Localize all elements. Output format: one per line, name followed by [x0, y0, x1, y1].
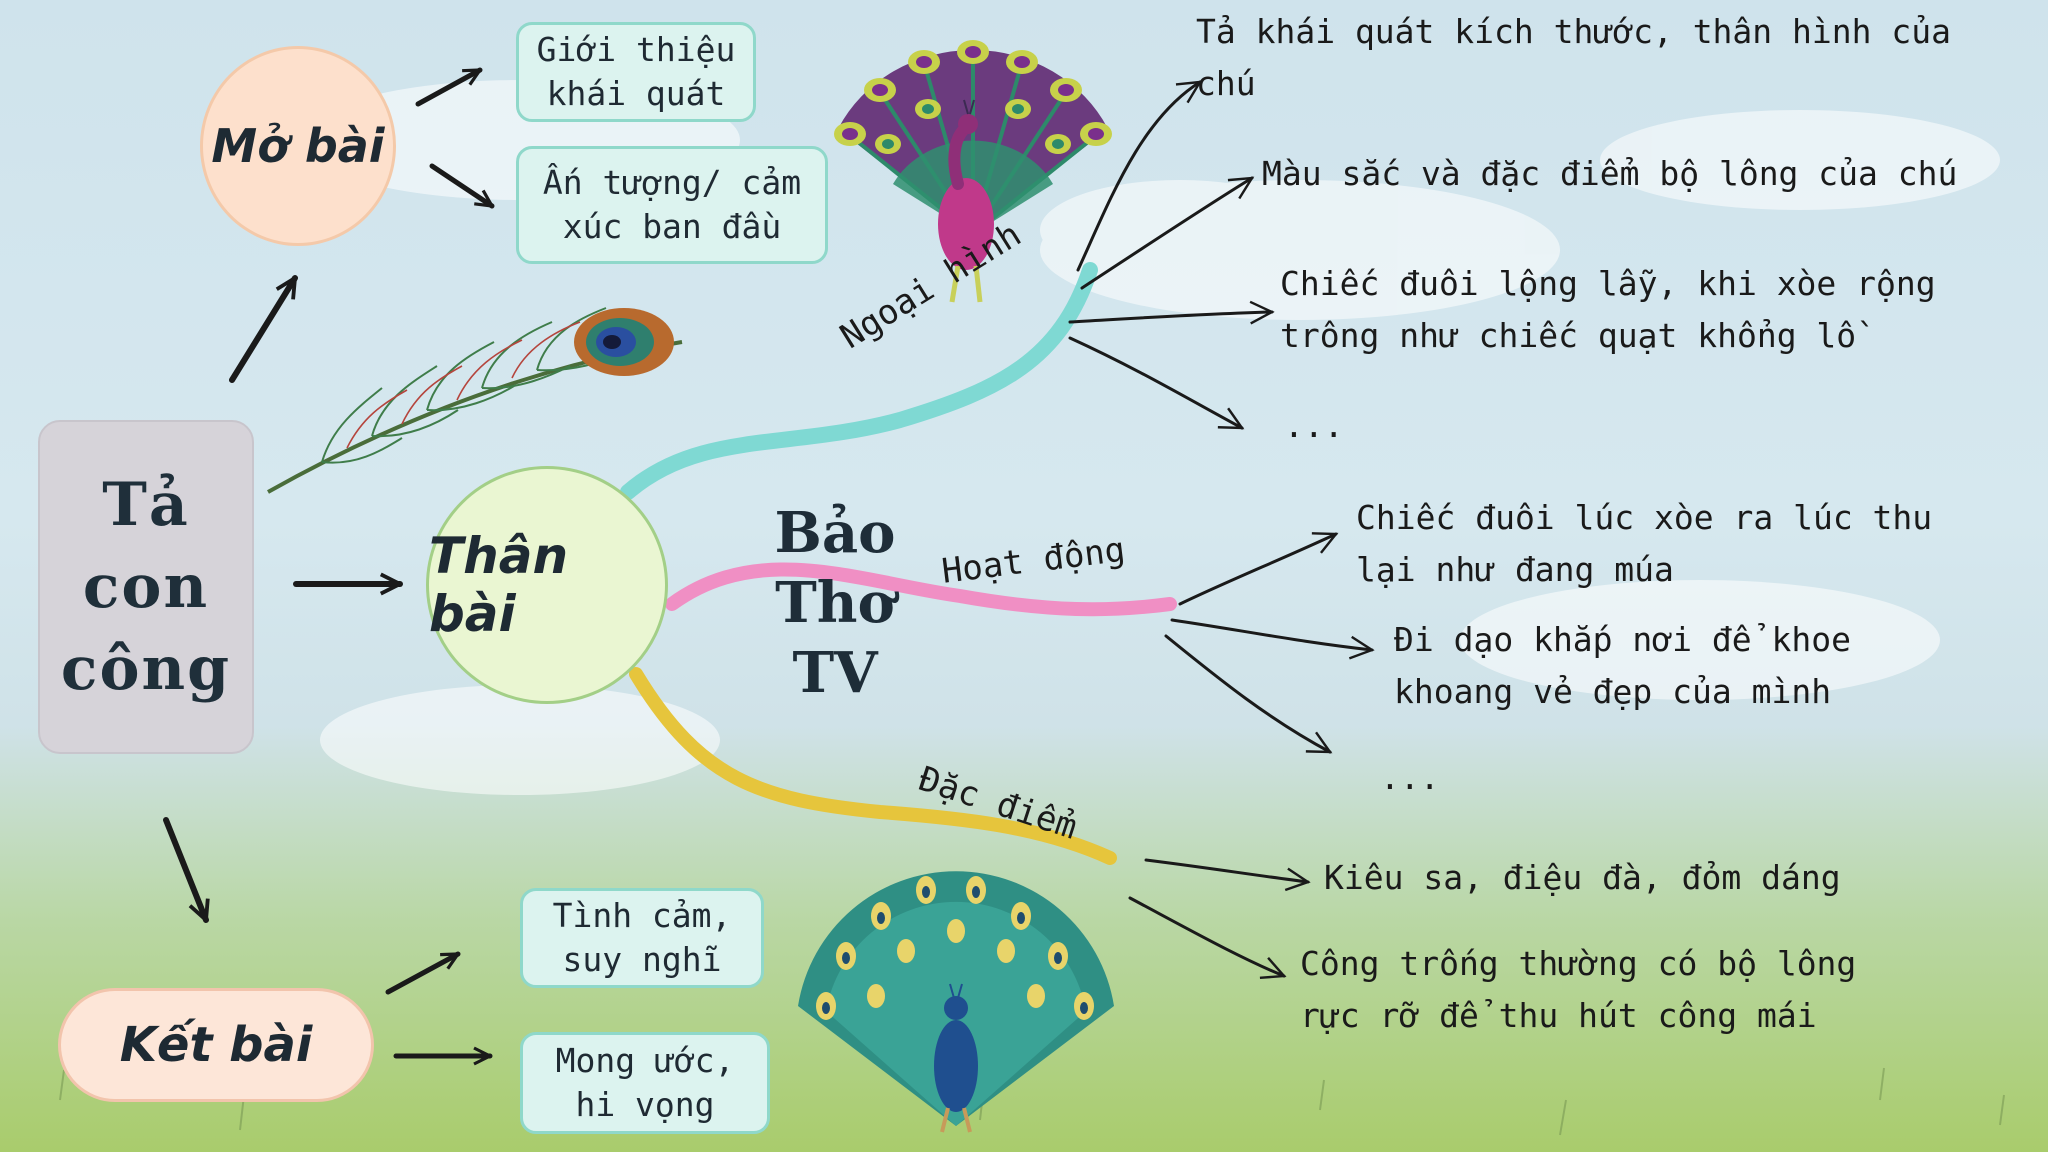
hoat-dong-detail-1: Chiếc đuôi lúc xòe ra lúc thu lại như đa… [1356, 498, 1933, 589]
mo-bai-item-1: Giới thiệu khái quát [516, 22, 756, 122]
ngoai-hinh-detail-4: ... [1284, 406, 1344, 445]
arrow-ngoai-hinh-4 [1068, 336, 1245, 430]
arrow-ngoai-hinh-2 [1080, 176, 1255, 290]
author-watermark: Bảo Thơ TV [774, 500, 896, 706]
ket-bai-item-2: Mong ước, hi vọng [520, 1032, 770, 1134]
ngoai-hinh-detail-2: Màu sắc và đặc điểm bộ lông của chú [1262, 154, 1958, 193]
ngoai-hinh-detail-3: Chiếc đuôi lộng lẫy, khi xòe rộng trông … [1280, 264, 1936, 355]
arrow-hoat-dong-2 [1170, 618, 1375, 660]
arrow-mo-bai-item-2 [429, 163, 492, 209]
branch-label-hoat-dong: Hoạt động [939, 529, 1128, 592]
dac-diem-detail-2: Công trống thường có bộ lông rực rỡ để t… [1300, 944, 1857, 1035]
peacock-feather-icon [267, 307, 683, 494]
branch-curve-dac-diem [629, 667, 1117, 865]
hoat-dong-detail-2: Đi dạo khắp nơi để khoe khoang vẻ đẹp củ… [1394, 620, 1851, 711]
branch-curve-hoat-dong [665, 562, 1177, 617]
mo-bai-item-2: Ấn tượng/ cảm xúc ban đầu [516, 146, 828, 264]
branch-label-dac-diem: Đặc điểm [913, 758, 1082, 848]
arrow-dac-diem-1 [1144, 858, 1311, 892]
branch-curve-ngoai-hinh [620, 262, 1098, 500]
arrow-ngoai-hinh-3 [1068, 300, 1275, 325]
ket-bai-node: Kết bài [58, 988, 374, 1102]
arrow-hoat-dong-3 [1164, 634, 1333, 754]
arrow-mo-bai-item-1 [415, 67, 480, 107]
ket-bai-item-1: Tình cảm, suy nghĩ [520, 888, 764, 988]
arrow-dac-diem-2 [1128, 896, 1287, 980]
dac-diem-detail-1: Kiêu sa, điệu đà, đỏm dáng [1324, 858, 1841, 897]
arrow-to-mo-bai [229, 278, 298, 383]
ngoai-hinh-detail-1: Tả khái quát kích thước, thân hình của c… [1196, 12, 1951, 103]
central-topic-title: Tả con công [60, 470, 232, 704]
mo-bai-node: Mở bài [200, 46, 396, 246]
peacock-fanned-tail-icon [834, 40, 1112, 303]
arrow-ngoai-hinh-1 [1076, 80, 1203, 272]
central-topic-node: Tả con công [38, 420, 254, 754]
peacock-front-view-icon [798, 871, 1114, 1133]
arrow-ket-bai-item-1 [385, 951, 458, 995]
than-bai-node: Thân bài [426, 466, 668, 704]
arrow-hoat-dong-1 [1178, 532, 1339, 606]
hoat-dong-detail-3: ... [1380, 758, 1440, 797]
arrow-to-ket-bai [163, 817, 206, 920]
